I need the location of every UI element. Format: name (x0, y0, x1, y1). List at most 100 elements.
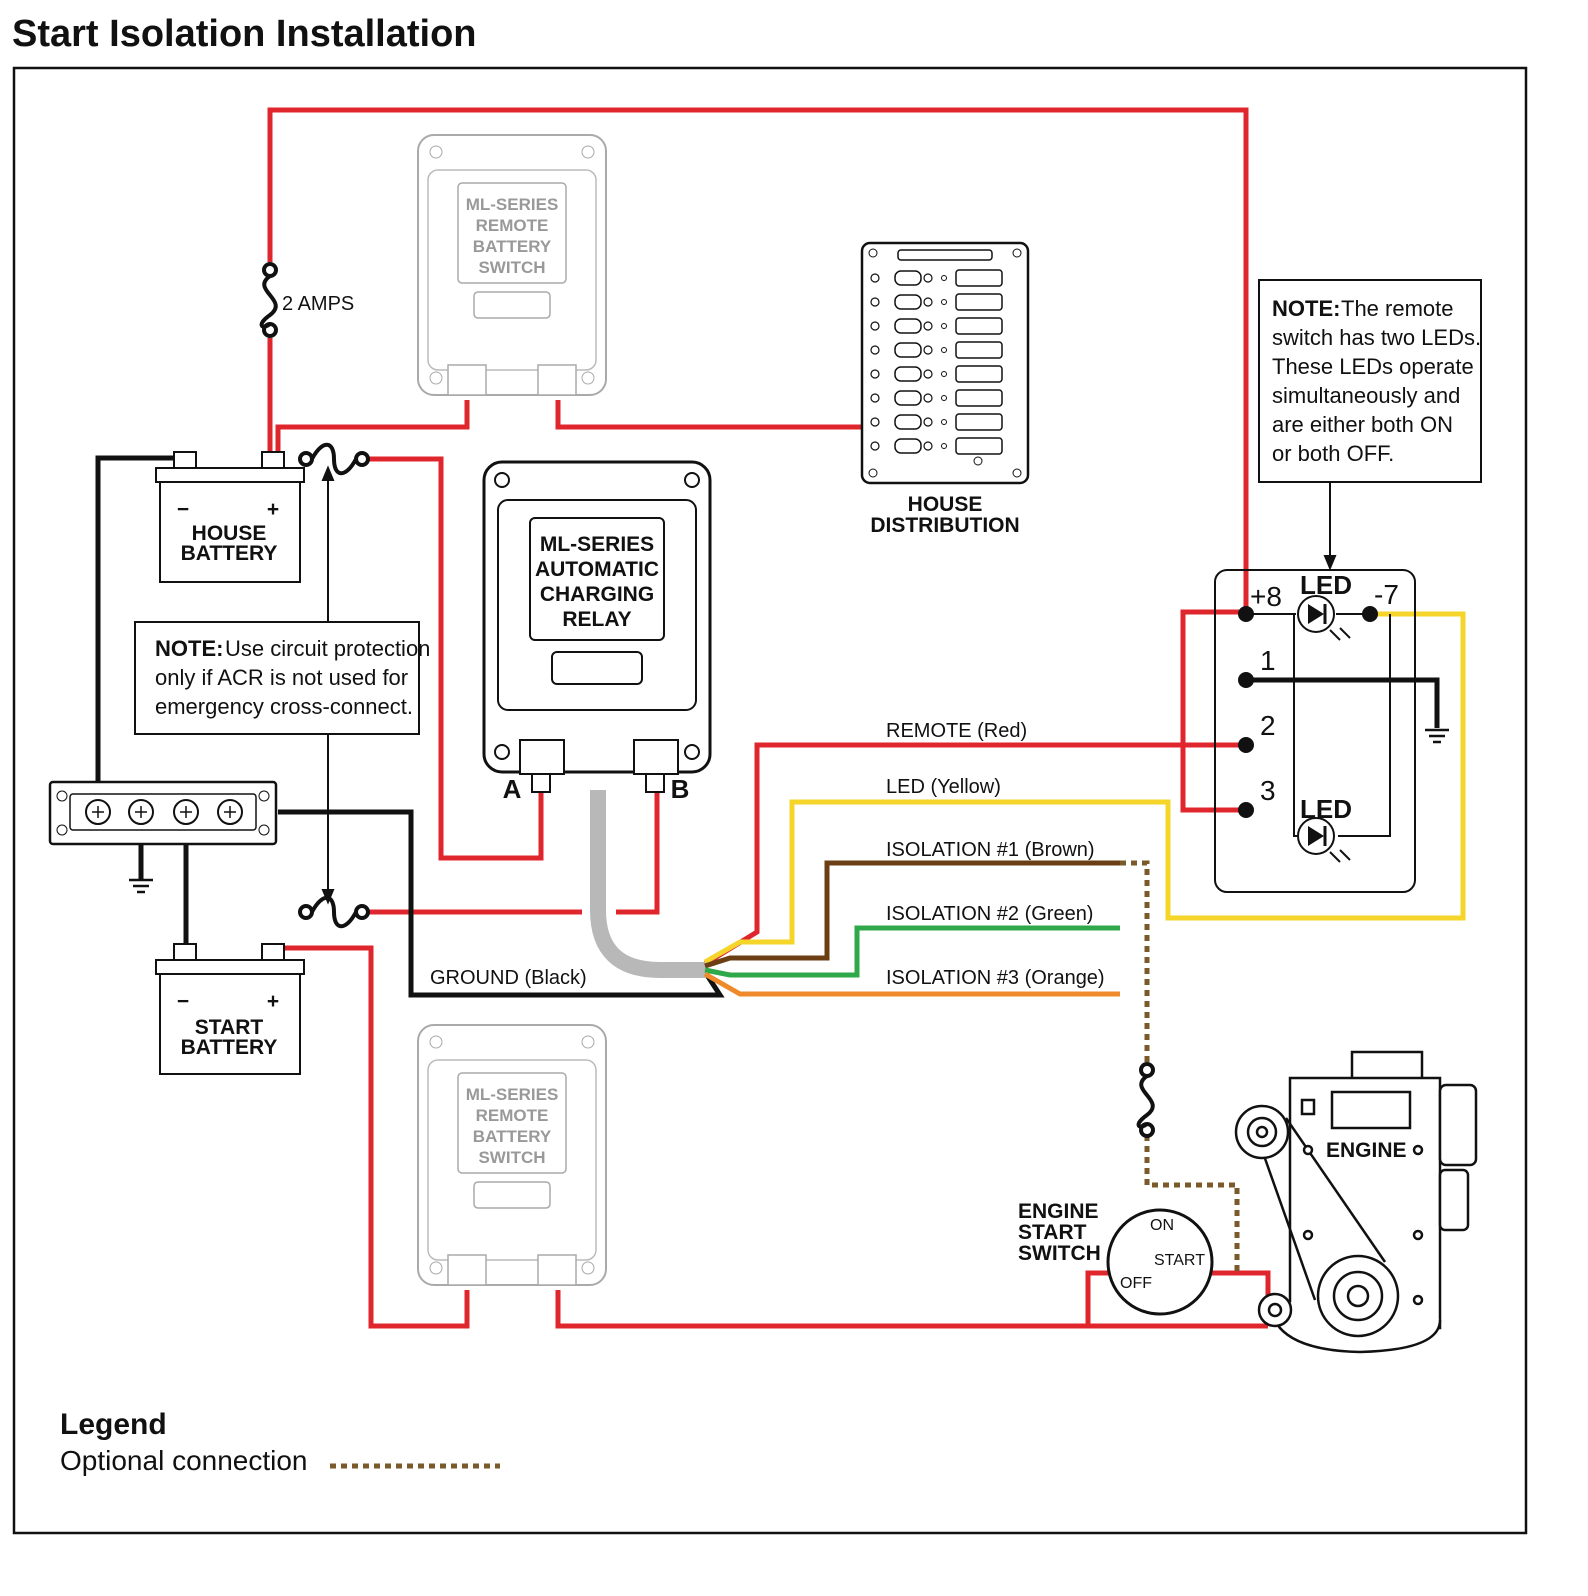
remote-switch-bottom-line2: REMOTE (476, 1106, 549, 1125)
legend-item-label: Optional connection (60, 1445, 308, 1476)
led-icon-top (1297, 595, 1351, 641)
engine-start-switch-line2: START (1018, 1221, 1087, 1244)
wire-label-ground: GROUND (Black) (430, 967, 587, 989)
house-battery-minus: − (177, 498, 189, 521)
wire-label-iso2: ISOLATION #2 (Green) (886, 903, 1093, 925)
house-battery-line2: BATTERY (181, 542, 278, 565)
wire-label-iso3: ISOLATION #3 (Orange) (886, 967, 1105, 989)
terminal-2 (1238, 737, 1254, 753)
optional-connection-lower (1144, 1135, 1240, 1273)
remote-switch-bottom-line1: ML-SERIES (466, 1085, 559, 1104)
start-battery-minus: − (177, 990, 189, 1013)
acr-terminal-a: A (503, 774, 522, 804)
breaker-row (870, 317, 1003, 335)
diagram-frame (12, 66, 1528, 1535)
engine-start-switch-icon (1106, 1208, 1214, 1316)
note-right-line5: are either both ON (1272, 412, 1453, 437)
panel-screw (1012, 468, 1022, 478)
panel-screw (868, 248, 878, 258)
house-battery-line1: HOUSE (192, 522, 267, 545)
start-battery-plus: + (267, 990, 279, 1013)
note-left-line3: emergency cross-connect. (155, 694, 413, 719)
remote-switch-top-line4: SWITCH (478, 258, 545, 277)
fuse-label: 2 AMPS (282, 293, 354, 315)
switch-position-off: OFF (1120, 1275, 1152, 1292)
note-right-line4: simultaneously and (1272, 383, 1460, 408)
led-wire-yellow (703, 611, 1466, 965)
house-battery (155, 451, 305, 583)
remote-switch-top-line2: REMOTE (476, 216, 549, 235)
note-right-line2: switch has two LEDs. (1272, 325, 1481, 350)
isolation2-wire-green (704, 925, 1120, 978)
fuse-2amp (259, 262, 278, 338)
house-distribution-line1: HOUSE (908, 493, 983, 516)
breaker-row (870, 437, 1003, 455)
engine-start-switch-line3: SWITCH (1018, 1242, 1101, 1265)
terminal-1 (1238, 672, 1254, 688)
led-icon-bottom (1297, 817, 1351, 863)
optional-connection-upper (1120, 860, 1150, 1065)
panel-screw (1012, 248, 1022, 258)
remote-switch-top-line1: ML-SERIES (466, 195, 559, 214)
isolation1-wire-brown (704, 860, 1120, 969)
fuse-optional (1136, 1062, 1155, 1138)
legend-heading: Legend (60, 1408, 167, 1441)
fuse-start (298, 895, 370, 929)
switch-position-start: START (1154, 1252, 1205, 1269)
led-top-label: LED (1300, 570, 1352, 600)
terminal-3-label: 3 (1260, 775, 1276, 806)
terminal-3 (1238, 802, 1254, 818)
remote-battery-switch-bottom (417, 1024, 607, 1286)
note-left-line2: only if ACR is not used for (155, 665, 408, 690)
remote-switch-panel (1214, 569, 1416, 893)
isolation3-wire-orange (703, 971, 1120, 997)
remote-switch-bottom-line4: SWITCH (478, 1148, 545, 1167)
engine-label: ENGINE (1326, 1139, 1407, 1162)
acr-label-line3: CHARGING (540, 583, 654, 606)
switch-position-on: ON (1150, 1217, 1174, 1234)
breaker-row (870, 341, 1003, 359)
acr-label-line1: ML-SERIES (540, 533, 654, 556)
note-right-line1: The remote (1341, 296, 1454, 321)
house-battery-plus: + (267, 498, 279, 521)
note-left-line1: Use circuit protection (225, 636, 430, 661)
engine-start-switch-line1: ENGINE (1018, 1200, 1099, 1223)
terminal-minus7 (1362, 606, 1378, 622)
acr-label-line2: AUTOMATIC (535, 558, 659, 581)
start-battery (155, 943, 305, 1075)
note-left-box (134, 621, 420, 735)
note-right-line6: or both OFF. (1272, 441, 1394, 466)
negative-bus-bar (48, 780, 278, 846)
acr-control-cable (590, 790, 706, 978)
house-distribution-line2: DISTRIBUTION (870, 514, 1019, 537)
minus7-label: -7 (1374, 579, 1399, 610)
terminal-2-label: 2 (1260, 710, 1276, 741)
terminal-1-label: 1 (1260, 645, 1276, 676)
house-distribution-panel (860, 241, 1030, 485)
automatic-charging-relay (482, 460, 712, 793)
engine-icon (1234, 1050, 1478, 1354)
remote-battery-switch-top (417, 134, 607, 396)
breaker-row (870, 269, 1003, 287)
start-battery-line2: BATTERY (181, 1036, 278, 1059)
note-right-box (1258, 279, 1482, 483)
breaker-row (870, 389, 1003, 407)
start-battery-line1: START (195, 1016, 264, 1039)
remote-switch-top-line3: BATTERY (473, 237, 552, 256)
note-left-arrows (321, 465, 335, 905)
page-title: Start Isolation Installation (12, 13, 477, 55)
ground-symbol-switch (1425, 728, 1449, 744)
note-right-line3: These LEDs operate (1272, 354, 1474, 379)
wire-label-iso1: ISOLATION #1 (Brown) (886, 839, 1095, 861)
plus8-label: +8 (1250, 581, 1282, 612)
remote-switch-bottom-line3: BATTERY (473, 1127, 552, 1146)
breaker-row (870, 365, 1003, 383)
wire-label-led: LED (Yellow) (886, 776, 1001, 798)
note-right-heading: NOTE: (1272, 296, 1340, 321)
acr-terminal-b: B (671, 774, 690, 804)
led-bottom-label: LED (1300, 794, 1352, 824)
terminal-plus8 (1238, 606, 1254, 622)
acr-label-line4: RELAY (562, 608, 631, 631)
breaker-row (870, 293, 1003, 311)
